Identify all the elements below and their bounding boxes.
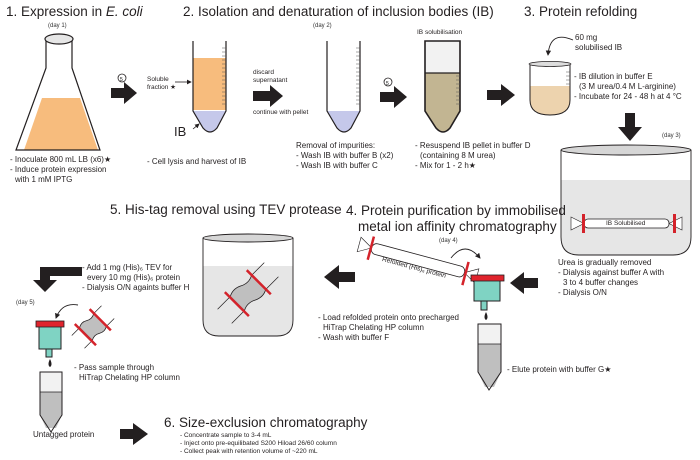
collection-tube-icon bbox=[39, 371, 63, 433]
day-4-label: (day 4) bbox=[439, 238, 458, 244]
solubilised-ib-input-label: 60 mg solubilised IB bbox=[575, 33, 623, 52]
continue-with-pellet-label: continue with pellet bbox=[253, 109, 309, 116]
arrow-right-icon bbox=[487, 84, 515, 106]
dialysis-vessel-icon bbox=[202, 233, 294, 337]
centrifuge-tube-icon bbox=[326, 41, 361, 133]
erlenmeyer-flask-icon bbox=[15, 33, 101, 151]
arrow-left-icon bbox=[510, 272, 538, 294]
arrow-right-icon bbox=[111, 82, 137, 104]
beaker-icon bbox=[528, 61, 572, 116]
arrow-right-icon bbox=[253, 85, 283, 107]
collection-tube-icon bbox=[477, 323, 502, 391]
sec-notes: - Concentrate sample to 3-4 mL - Inject … bbox=[180, 432, 337, 455]
resuspend-notes: - Resuspend IB pellet in buffer D (conta… bbox=[415, 141, 531, 170]
affinity-column-icon bbox=[470, 274, 505, 320]
pass-sample-notes: - Pass sample through HiTrap Chelating H… bbox=[74, 363, 180, 382]
soluble-fraction-label: Soluble fraction ★ bbox=[147, 76, 176, 91]
step-1-title: 1. Expression in E. coli bbox=[6, 4, 143, 19]
arrow-down-icon bbox=[618, 113, 642, 141]
dialysis-bag-icon bbox=[356, 236, 480, 286]
untagged-protein-label: Untagged protein bbox=[33, 430, 95, 439]
impurities-notes: Removal of impurities: - Wash IB with bu… bbox=[296, 141, 394, 170]
centrifuge-tube-icon bbox=[424, 40, 461, 133]
step-6-title: 6. Size-exclusion chromatography bbox=[164, 415, 368, 430]
step-2-title: 2. Isolation and denaturation of inclusi… bbox=[183, 4, 494, 19]
centrifuge-icon: 5 bbox=[117, 73, 127, 83]
cell-lysis-note: - Cell lysis and harvest of IB bbox=[147, 157, 247, 166]
step-4-title: 4. Protein purification by immobilised m… bbox=[346, 203, 566, 234]
dialysis-notes: Urea is gradually removed - Dialysis aga… bbox=[558, 258, 665, 297]
ib-solubilised-bag-label: IB Solubilised bbox=[606, 220, 646, 227]
step-3-title: 3. Protein refolding bbox=[524, 4, 638, 19]
day-3-label: (day 3) bbox=[662, 133, 681, 139]
tev-notes: - Add 1 mg (His)₆ TEV for every 10 mg (H… bbox=[82, 263, 190, 292]
svg-text:5: 5 bbox=[386, 81, 389, 87]
day-5-label: (day 5) bbox=[16, 300, 35, 306]
affinity-column-icon bbox=[35, 320, 65, 367]
day-2-label: (day 2) bbox=[313, 23, 332, 29]
dialysis-bag-icon bbox=[71, 305, 115, 349]
day-1-label: (day 1) bbox=[48, 23, 67, 29]
arrow-right-icon bbox=[120, 423, 148, 445]
centrifuge-tube-icon bbox=[192, 41, 227, 133]
arrow-left-icon bbox=[324, 265, 355, 289]
ib-label: IB bbox=[174, 124, 187, 139]
step-1-notes: - Inoculate 800 mL LB (x6)★ - Induce pro… bbox=[10, 155, 112, 184]
centrifuge-icon: 5 bbox=[383, 77, 393, 87]
step-5-title: 5. His-tag removal using TEV protease bbox=[110, 202, 342, 217]
arrow-bend-down-icon bbox=[33, 267, 82, 292]
discard-supernatant-label: discard supernatant bbox=[253, 69, 288, 84]
svg-text:5: 5 bbox=[120, 77, 123, 83]
ib-solubilisation-label: IB solubilisation bbox=[417, 29, 463, 36]
arrow-right-icon bbox=[380, 86, 407, 108]
imac-notes: - Load refolded protein onto precharged … bbox=[318, 313, 459, 342]
refolding-notes: - IB dilution in buffer E (3 M urea/0.4 … bbox=[574, 72, 682, 101]
elute-note: - Elute protein with buffer G★ bbox=[507, 365, 612, 374]
dialysis-vessel-icon bbox=[560, 144, 692, 256]
